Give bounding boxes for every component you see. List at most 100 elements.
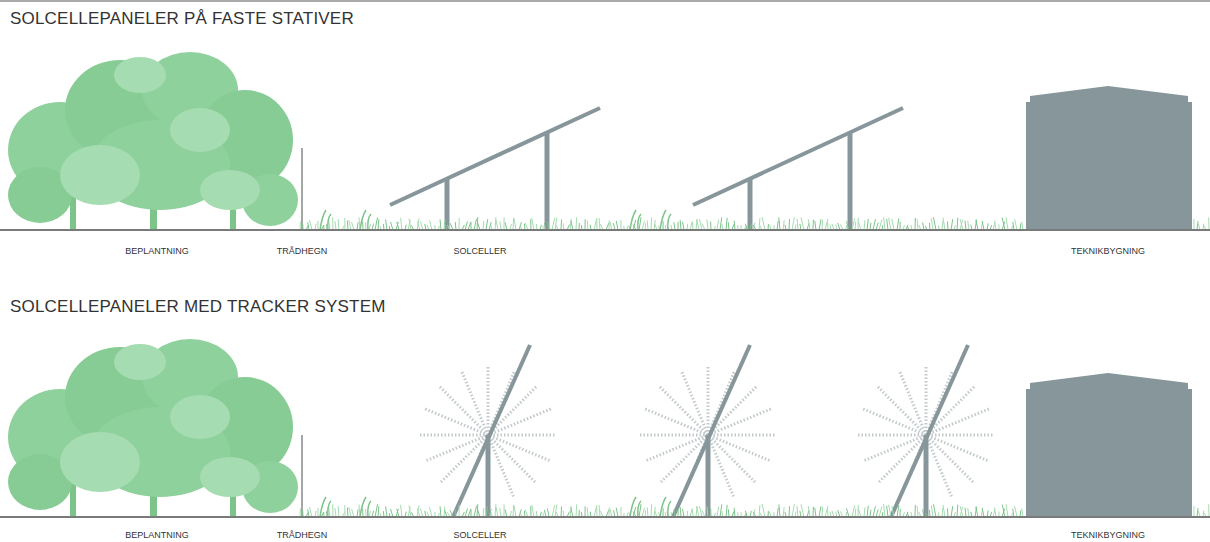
grass-blade [417,506,419,517]
grass-blade [789,506,790,517]
grass-blade [1006,504,1008,517]
grass-blade [792,504,794,517]
grass-blade [929,223,931,230]
grass-blade [947,221,949,230]
grass-blade [846,508,849,517]
grass-blade [616,221,618,230]
grass-blade [917,506,919,517]
grass-blade [892,506,894,517]
grass-blade [401,218,402,230]
grass-blade [596,218,597,230]
grass-blade [710,222,711,230]
grass-blade [1002,505,1005,517]
grass-blade [717,220,719,230]
grass-tuft [630,210,641,230]
grass-blade [674,509,675,517]
grass-blade [838,223,840,230]
grass-blade [879,507,882,517]
grass-blade [873,219,875,230]
grass-blade [486,506,488,517]
grass-blade [1013,509,1014,517]
grass-blade [616,508,618,517]
grass-blade [827,222,828,230]
grass-blade [1022,222,1023,230]
grass-blade [642,221,644,230]
grass-blade [858,509,861,517]
grass-blade [335,221,336,230]
grass-blade [846,221,849,230]
grass-blade [430,507,432,517]
grass-blade [579,510,580,517]
grass-blade [639,217,641,230]
section-title: SOLCELLEPANELER PÅ FASTE STATIVER [10,9,354,29]
grass-blade [960,219,963,230]
grass-blade [483,508,485,517]
grass-blade [942,221,944,230]
grass-blade [587,508,589,517]
grass-blade [728,509,730,517]
grass-blade [444,510,447,517]
grass-blade [674,222,675,230]
grass-blade [474,219,476,230]
grass-blade [897,218,899,230]
grass-blade [639,504,641,517]
grass-blade [808,506,810,517]
grass-blade [678,509,679,517]
grass-blade [915,505,916,517]
grass-blade [544,510,546,517]
grass-blade [532,505,534,517]
grass-blade [815,221,816,230]
grass-blade [982,508,984,517]
grass-blade [450,510,453,517]
grass-blade [957,505,959,517]
grass-blade [1208,504,1209,517]
grass-blade [815,508,816,517]
grass-blade [610,509,612,517]
grass-blade [544,223,546,230]
grass-blade [1015,506,1017,517]
part-label: TEKNIKBYGNING [1071,530,1145,540]
grass-blade [610,222,612,230]
grass-blade [697,506,699,517]
grass-blade [495,217,497,230]
grass-blade [995,507,996,517]
grass-blade [710,509,711,517]
grass-blade [645,223,647,230]
grass-blade [1193,506,1194,517]
grass-blade [900,509,901,517]
grass-blade [822,507,824,517]
grass-blade [968,508,969,517]
grass-blade [951,219,953,230]
grass-blade [587,221,589,230]
grass-blade [726,505,727,517]
grass-blade [680,507,682,517]
grass-blade [465,509,467,517]
grass-blade [942,508,944,517]
grass-blade [645,510,647,517]
part-label: SOLCELLER [453,530,506,540]
grass-blade [647,220,649,230]
grass-blade [477,222,480,230]
grass-blade [338,219,340,230]
grass-blade [852,218,855,230]
grass-blade [762,217,765,230]
grass-blade [576,504,578,517]
grass-blade [440,506,442,517]
grass-blade [779,217,780,230]
grass-blade [417,509,420,517]
grass-blade [825,506,828,517]
grass-blade [931,505,933,517]
grass-blade [349,220,351,230]
grass-blade [633,507,636,517]
grass-blade [468,509,471,517]
grass-blade [547,509,549,517]
grass-blade [884,217,885,230]
grass-blade [900,222,901,230]
grass-blade [976,220,978,230]
grass-blade [606,223,609,230]
grass-blade [571,221,573,230]
grass-blade [474,506,476,517]
grass-blade [504,504,505,517]
grass-blade [300,509,301,517]
part-label: TRÅDHEGN [277,530,328,540]
